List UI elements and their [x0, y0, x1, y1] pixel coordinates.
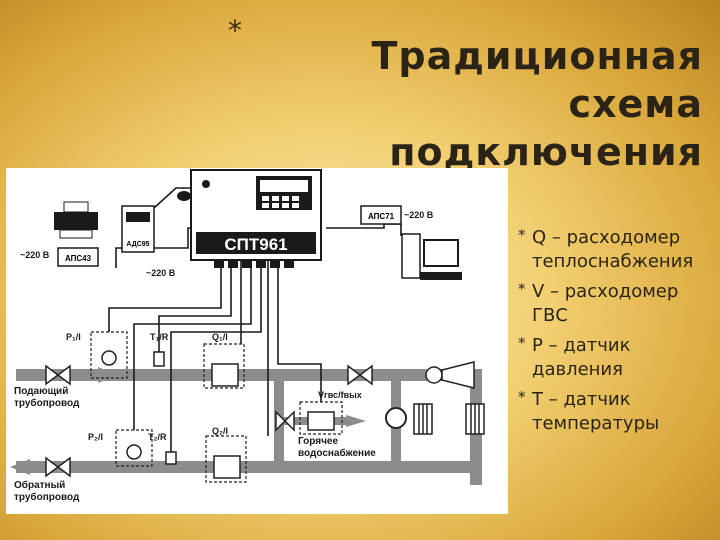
bullet-star: *	[518, 226, 526, 244]
sensor-t2-label: T₂/R	[148, 432, 167, 442]
legend-item-v: * V – расходомер ГВС	[518, 280, 718, 328]
legend-text-v: V – расходомер ГВС	[532, 281, 679, 326]
temp-sensor-t1	[153, 351, 165, 367]
title-star: *	[228, 14, 242, 47]
supply-arrow	[98, 367, 118, 383]
sensor-v-label: Vгвс/fвых	[318, 390, 362, 400]
return-arrow	[10, 459, 30, 475]
pressure-sensor-p1	[101, 350, 117, 366]
sensor-q2-label: Q₂/I	[212, 426, 228, 436]
power-right-label: ~220 В	[404, 210, 434, 220]
valve-return-left	[45, 456, 71, 478]
legend-text-q: Q – расходомер теплоснабжения	[532, 227, 694, 272]
pump-icon	[385, 407, 407, 429]
sensor-t1-label: T₁/R	[150, 332, 169, 342]
svg-text:трубопровод: трубопровод	[14, 397, 80, 409]
svg-text:Обратный: Обратный	[14, 479, 65, 491]
sensor-box-q1	[203, 343, 245, 389]
bullet-star: *	[518, 280, 526, 298]
svg-text:Подающий: Подающий	[14, 386, 68, 397]
radiator-icon	[413, 403, 485, 435]
svg-text:водоснабжение: водоснабжение	[298, 447, 376, 459]
hot-water-arrow	[346, 415, 366, 427]
optical-head-icon	[177, 191, 191, 201]
bullet-star: *	[518, 334, 526, 352]
slide-title: Традиционная схема подключения	[371, 34, 703, 174]
temp-sensor-t2	[165, 451, 177, 465]
pressure-sensor-p2	[126, 444, 142, 460]
valve-supply-right	[347, 364, 373, 386]
valve-supply-left	[45, 364, 71, 386]
adapter-mid-label: АДС95	[126, 241, 149, 248]
sensor-p2-label: P₂/I	[88, 432, 103, 442]
sensor-p1-label: P₁/I	[66, 332, 81, 342]
heat-exchanger-icon	[425, 361, 475, 389]
printer-icon	[54, 201, 98, 239]
calculator-device	[190, 169, 322, 268]
svg-text:трубопровод: трубопровод	[14, 491, 80, 503]
return-pipe	[16, 373, 482, 473]
bullet-star: *	[518, 388, 526, 406]
adapter-left-label: АПС43	[65, 254, 92, 263]
legend-item-t: * T – датчик температуры	[518, 388, 718, 436]
adapter-right-box	[360, 205, 402, 225]
scheme-diagram: СПТ961 АПС43 АДС95 АПС71 ~220 В ~220 В ~…	[6, 168, 508, 514]
sensor-box-q2	[205, 435, 247, 483]
computer-icon	[401, 233, 462, 280]
flowmeter-v	[307, 411, 335, 431]
device-label: СПТ961	[224, 235, 287, 254]
power-mid-label: ~220 В	[146, 268, 176, 278]
power-left-label: ~220 В	[20, 250, 50, 260]
valve-hot-water	[275, 410, 295, 432]
legend-item-q: * Q – расходомер теплоснабжения	[518, 226, 718, 274]
legend-list: * Q – расходомер теплоснабжения * V – ра…	[518, 226, 718, 442]
flowmeter-q1	[211, 363, 239, 387]
svg-text:Горячее: Горячее	[298, 436, 338, 447]
legend-text-p: P – датчик давления	[532, 335, 631, 380]
adapter-right-label: АПС71	[368, 212, 395, 221]
scheme-svg: СПТ961 АПС43 АДС95 АПС71 ~220 В ~220 В ~…	[10, 169, 485, 503]
sensor-q1-label: Q₁/I	[212, 332, 228, 342]
legend-item-p: * P – датчик давления	[518, 334, 718, 382]
adapter-left-box	[57, 247, 99, 267]
legend-text-t: T – датчик температуры	[532, 389, 660, 434]
flowmeter-q2	[213, 455, 241, 479]
